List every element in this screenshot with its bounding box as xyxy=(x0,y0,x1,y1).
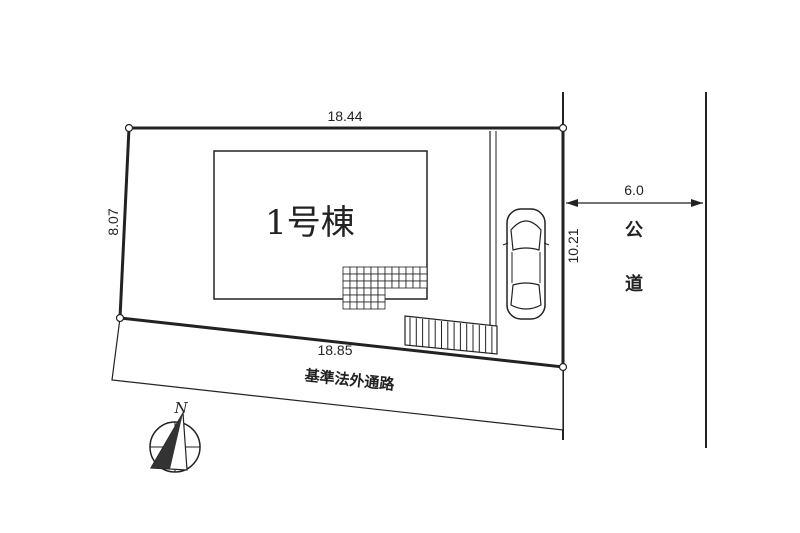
corner-marker xyxy=(558,123,568,133)
porch-tile xyxy=(412,266,421,275)
porch-tile xyxy=(370,287,379,296)
porch-tile xyxy=(398,280,407,289)
dimension-right: 10.21 xyxy=(565,228,581,263)
porch-tile xyxy=(405,280,414,289)
porch-tile xyxy=(349,280,358,289)
porch-tile xyxy=(370,280,379,289)
porch-tile xyxy=(384,266,393,275)
porch-tile xyxy=(377,287,386,296)
porch-tile xyxy=(363,301,372,310)
porch-tile xyxy=(398,266,407,275)
porch-tile xyxy=(356,301,365,310)
porch-tile xyxy=(342,294,351,303)
porch-tile xyxy=(363,273,372,282)
porch-tile xyxy=(405,266,414,275)
porch-tile xyxy=(342,273,351,282)
porch-tile xyxy=(363,294,372,303)
porch-tile xyxy=(363,266,372,275)
porch-tile xyxy=(342,301,351,310)
porch-tile xyxy=(370,273,379,282)
dimension-bottom: 18.85 xyxy=(317,342,352,358)
porch-tile xyxy=(391,266,400,275)
porch-tile xyxy=(370,266,379,275)
car-icon xyxy=(502,208,550,320)
porch-tile xyxy=(349,294,358,303)
corner-marker xyxy=(124,123,134,133)
porch-tile xyxy=(377,280,386,289)
porch-tile xyxy=(391,273,400,282)
north-label: N xyxy=(173,399,188,417)
steps-outline xyxy=(404,315,498,355)
steps xyxy=(404,315,498,355)
porch-tile xyxy=(370,294,379,303)
corner-marker xyxy=(115,313,125,323)
porch-tile xyxy=(391,280,400,289)
porch-tile xyxy=(349,273,358,282)
porch-tile xyxy=(377,301,386,310)
porch-tile xyxy=(363,280,372,289)
porch-tile xyxy=(419,273,428,282)
porch-tile xyxy=(349,287,358,296)
porch-tile xyxy=(384,273,393,282)
porch-tile xyxy=(412,280,421,289)
porch-tile xyxy=(370,301,379,310)
corner-marker xyxy=(558,362,568,372)
porch-tiles xyxy=(342,266,428,310)
dimension-left: 8.07 xyxy=(105,208,121,235)
porch-tile xyxy=(342,280,351,289)
road-label-bottom: 道 xyxy=(625,273,643,295)
north-arrow-icon xyxy=(149,411,201,473)
road-width-dimension xyxy=(566,199,703,207)
road-width-label: 6.0 xyxy=(624,182,644,198)
porch-tile xyxy=(356,287,365,296)
porch-tile xyxy=(356,280,365,289)
porch-tile xyxy=(349,266,358,275)
porch-tile xyxy=(419,266,428,275)
building-label: 1号棟 xyxy=(265,203,355,243)
porch-tile xyxy=(377,273,386,282)
porch-tile xyxy=(342,266,351,275)
porch-tile xyxy=(398,273,407,282)
dimension-top: 18.44 xyxy=(327,108,362,124)
porch-tile xyxy=(356,266,365,275)
porch-tile xyxy=(405,273,414,282)
porch-tile xyxy=(384,280,393,289)
porch-tile xyxy=(412,273,421,282)
porch-tile xyxy=(377,266,386,275)
porch-tile xyxy=(342,287,351,296)
porch-tile xyxy=(349,301,358,310)
porch-tile xyxy=(356,294,365,303)
porch-tile xyxy=(419,280,428,289)
porch-tile xyxy=(356,273,365,282)
porch-tile xyxy=(377,294,386,303)
road-label-top: 公 xyxy=(625,220,643,241)
porch-tile xyxy=(363,287,372,296)
